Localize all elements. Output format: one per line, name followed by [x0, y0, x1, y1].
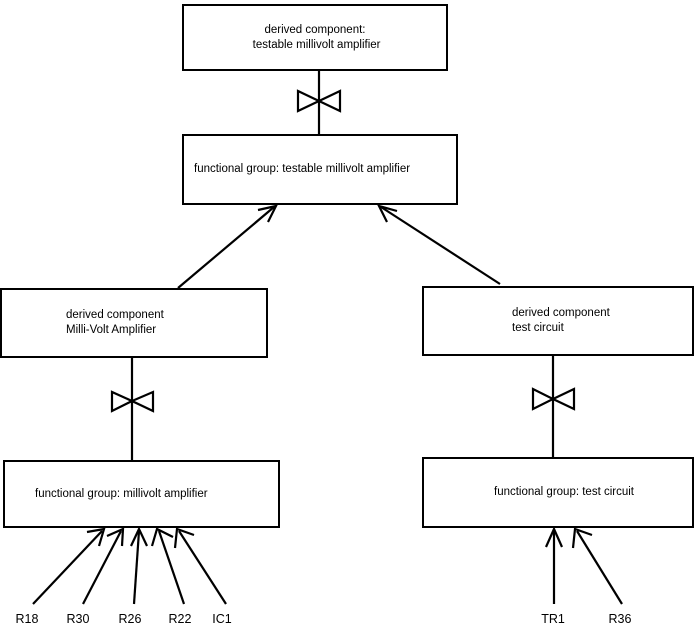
bowtie-icon-top — [296, 89, 342, 113]
node-functional-group-testable-millivolt-amplifier[interactable]: functional group: testable millivolt amp… — [182, 134, 458, 205]
leaf-label-r26: R26 — [118, 612, 142, 626]
leaf-label-r18: R18 — [15, 612, 39, 626]
leaf-arrow-r18 — [32, 527, 106, 605]
node-functional-group-millivolt-amplifier[interactable]: functional group: millivolt amplifier — [3, 460, 280, 528]
node-label: functional group: test circuit — [494, 486, 634, 498]
leaf-arrow-r36 — [571, 527, 623, 605]
node-derived-milli-volt-amplifier[interactable]: derived component Milli-Volt Amplifier — [0, 288, 268, 358]
leaf-label-tr1: TR1 — [541, 612, 565, 626]
node-label: functional group: testable millivolt amp… — [194, 163, 411, 175]
node-label: derived component Milli-Volt Amplifier — [66, 309, 164, 336]
leaf-arrow-r22 — [150, 527, 186, 605]
arrow-left-to-top — [177, 204, 279, 289]
leaf-arrow-ic1 — [173, 527, 227, 605]
leaf-arrow-r26 — [130, 526, 148, 605]
node-derived-test-circuit[interactable]: derived component test circuit — [422, 286, 694, 356]
bowtie-icon-right — [531, 387, 576, 411]
leaf-label-ic1: IC1 — [212, 612, 232, 626]
leaf-label-r36: R36 — [608, 612, 632, 626]
node-label: functional group: millivolt amplifier — [35, 487, 208, 500]
leaf-arrow-r30 — [82, 527, 125, 605]
arrow-right-to-top — [376, 204, 501, 285]
node-functional-group-test-circuit[interactable]: functional group: test circuit — [422, 457, 694, 528]
leaf-arrow-tr1 — [544, 526, 564, 604]
node-label: derived component test circuit — [512, 307, 610, 334]
node-derived-testable-millivolt-amplifier[interactable]: derived component: testable millivolt am… — [182, 4, 448, 71]
leaf-label-r22: R22 — [168, 612, 192, 626]
node-label: derived component: testable millivolt am… — [252, 23, 381, 51]
leaf-label-r30: R30 — [66, 612, 90, 626]
bowtie-icon-left — [110, 390, 155, 413]
